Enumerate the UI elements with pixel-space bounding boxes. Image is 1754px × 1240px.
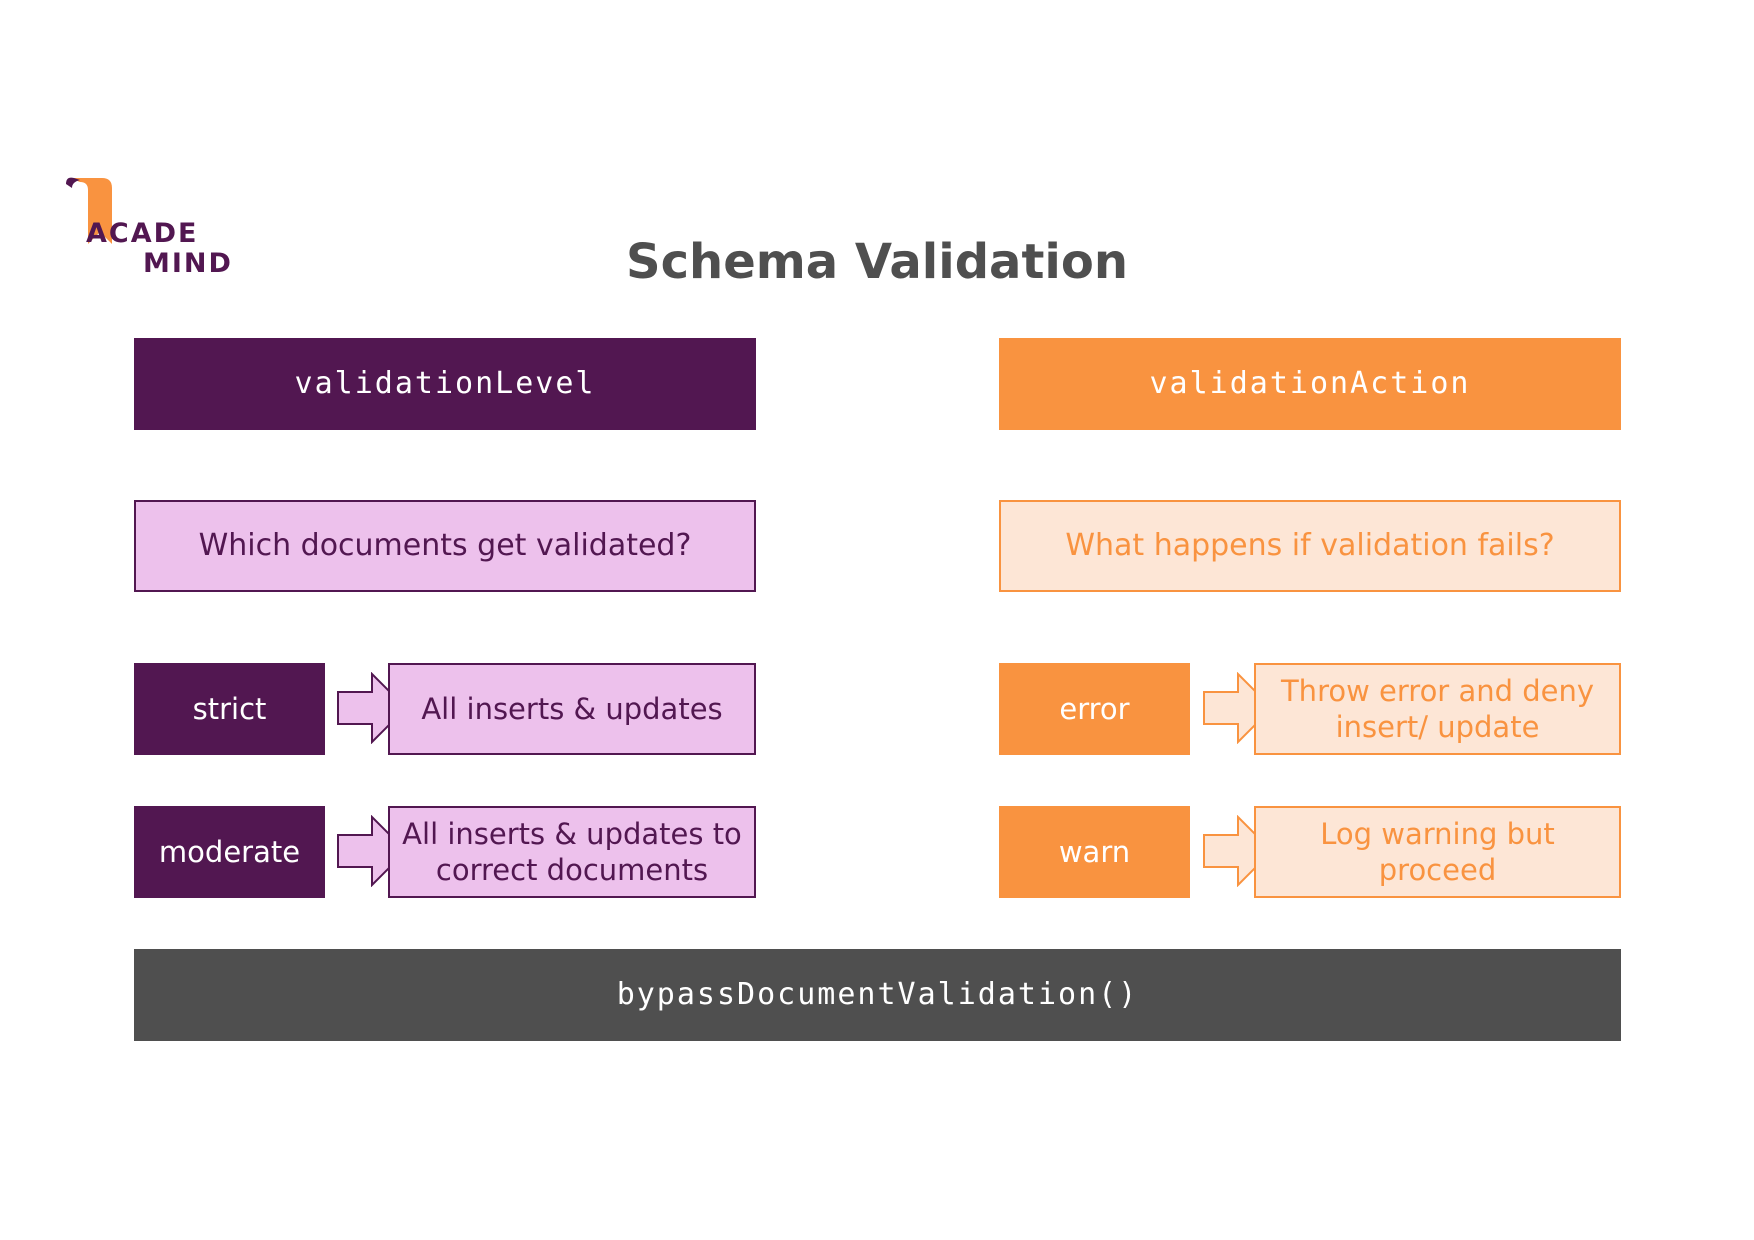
- logo-text-line2: MIND: [143, 248, 233, 279]
- action-option-error-description: Throw error and deny insert/ update: [1254, 663, 1621, 755]
- action-option-error-key: error: [999, 663, 1190, 755]
- level-option-strict-key: strict: [134, 663, 325, 755]
- level-option-strict-description: All inserts & updates: [388, 663, 756, 755]
- action-option-warn-key: warn: [999, 806, 1190, 898]
- bookmark-icon: [66, 177, 112, 244]
- bypass-validation-bar: bypassDocumentValidation(): [134, 949, 1621, 1041]
- level-option-moderate-key: moderate: [134, 806, 325, 898]
- academind-logo: ACADE MIND: [64, 176, 244, 279]
- validation-action-question: What happens if validation fails?: [999, 500, 1621, 592]
- logo-text-line1: ACADE: [86, 218, 199, 249]
- validation-level-question: Which documents get validated?: [134, 500, 756, 592]
- action-option-warn-description: Log warning but proceed: [1254, 806, 1621, 898]
- level-option-moderate-description: All inserts & updates to correct documen…: [388, 806, 756, 898]
- page-title: Schema Validation: [626, 234, 1128, 290]
- validation-level-header: validationLevel: [134, 338, 756, 430]
- validation-action-header: validationAction: [999, 338, 1621, 430]
